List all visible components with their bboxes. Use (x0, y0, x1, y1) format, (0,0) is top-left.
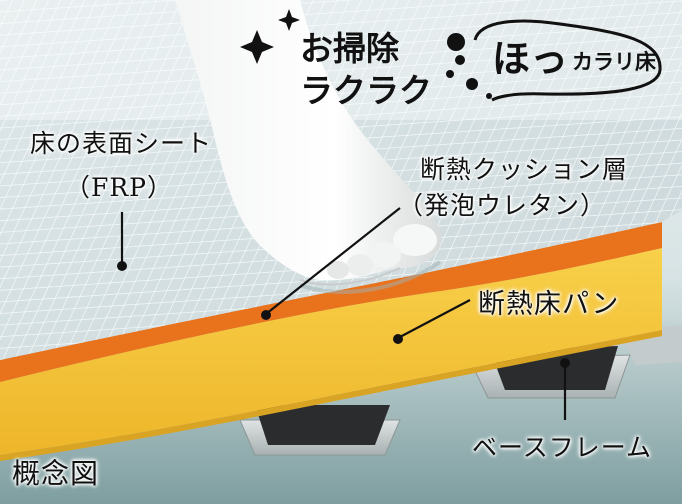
base-frame (239, 325, 682, 456)
floor-pan-label: 断熱床パン (478, 289, 620, 320)
sparkle-icon (240, 9, 300, 64)
brand-line2: ラクラク (300, 71, 432, 110)
cushion-layer-label: 断熱クッション層 (420, 155, 629, 184)
leader-lines (120, 207, 567, 420)
bubbles-icon (446, 33, 492, 99)
surface-sheet-label: 床の表面シート (30, 129, 213, 158)
product-name-main: ほっ (492, 37, 569, 81)
logo-swash (473, 19, 662, 102)
foot-illustration (175, 0, 442, 294)
diagram-caption: 概念図 (12, 457, 100, 490)
product-name-sub: カラリ床 (572, 50, 656, 74)
surface-sheet-marker (117, 261, 127, 271)
cushion-layer-marker (261, 310, 271, 320)
base-frame-label: ベースフレーム (472, 433, 653, 462)
surface-sheet-material-label: （FRP） (65, 173, 173, 202)
brand-line1: お掃除 (300, 29, 399, 68)
cushion-layer-material-label: （発泡ウレタン） (398, 191, 607, 220)
cushion-layer (0, 222, 662, 382)
base-frame-marker (560, 358, 570, 368)
floor-pan-layer (0, 248, 662, 455)
floor-pan-marker (393, 334, 403, 344)
